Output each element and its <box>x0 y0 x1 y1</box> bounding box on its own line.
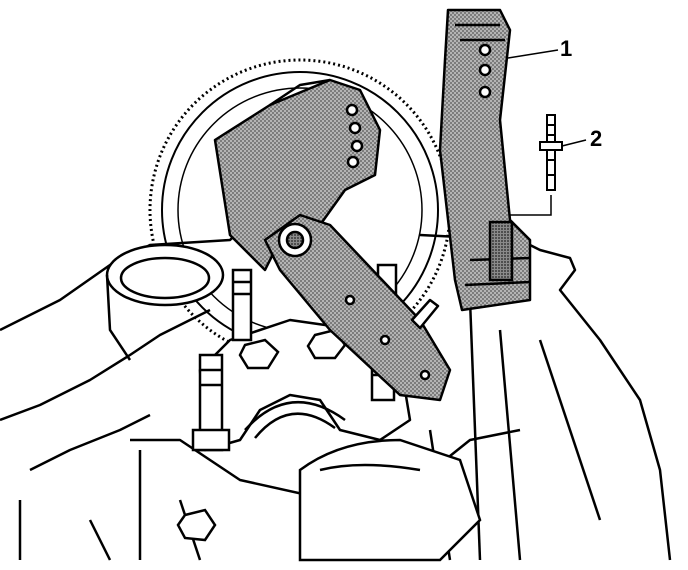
leader-2-tail <box>510 195 552 216</box>
crankshaft <box>298 438 482 562</box>
nut-lower <box>176 508 217 542</box>
callout-1: 1 <box>560 36 572 61</box>
block-deck-left <box>0 308 211 422</box>
cylinder-bore <box>105 243 225 361</box>
callout-2: 2 <box>590 126 602 151</box>
leader-lines <box>507 49 587 216</box>
leader-1 <box>507 49 559 59</box>
upper-plate <box>213 78 382 272</box>
holding-tool-upright <box>438 8 532 312</box>
nut-left <box>238 338 280 370</box>
block-lower-left <box>29 413 151 472</box>
lower-link <box>263 213 452 402</box>
bolt-left-rear <box>231 268 253 342</box>
adjust-stud <box>410 298 440 330</box>
holding-tool-bracket <box>213 78 452 402</box>
bolt-left-front <box>191 353 231 452</box>
mounting-bolt <box>539 114 563 191</box>
leader-2 <box>561 139 587 147</box>
